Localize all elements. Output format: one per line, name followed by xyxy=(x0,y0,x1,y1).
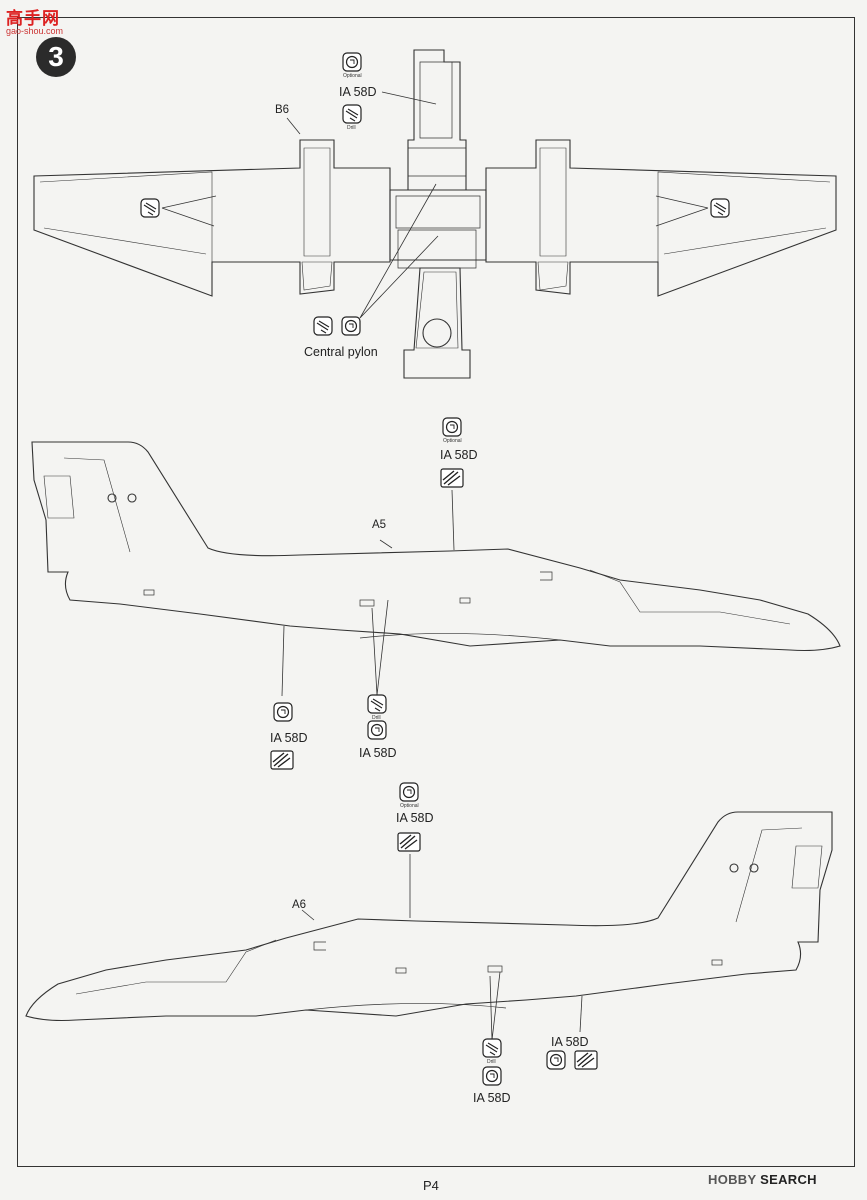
optional-icon xyxy=(273,702,293,722)
page-number: P4 xyxy=(423,1178,439,1193)
optional-text: Optional xyxy=(400,803,419,809)
ia58d-label-a6-bottom-right: IA 58D xyxy=(551,1035,589,1049)
optional-icon xyxy=(342,52,362,72)
drill-text: Drill xyxy=(372,715,381,721)
ia58d-label-a5-bottom-left: IA 58D xyxy=(270,731,308,745)
optional-icon xyxy=(442,417,462,437)
optional-icon xyxy=(482,1066,502,1086)
ia58d-label-top: IA 58D xyxy=(339,85,377,99)
cut-icon xyxy=(270,750,294,770)
cut-icon xyxy=(574,1050,598,1070)
side-view-right-fuselage xyxy=(31,441,841,697)
drill-icon xyxy=(342,104,362,124)
ia58d-label-a6-top: IA 58D xyxy=(396,811,434,825)
optional-text: Optional xyxy=(443,438,462,444)
page-frame xyxy=(17,17,855,1167)
optional-icon xyxy=(546,1050,566,1070)
top-view-wing-assembly xyxy=(33,49,837,379)
ia58d-label-a6-bottom-mid: IA 58D xyxy=(473,1091,511,1105)
drill-text: Drill xyxy=(487,1059,496,1065)
drill-icon xyxy=(140,198,160,218)
optional-icon xyxy=(341,316,361,336)
side-view-left-fuselage xyxy=(25,811,833,1041)
brand-hobby: HOBBY xyxy=(708,1172,757,1187)
drill-icon xyxy=(367,694,387,714)
ia58d-label-a5-bottom-mid: IA 58D xyxy=(359,746,397,760)
watermark-logo: 高手网 xyxy=(6,9,60,28)
drill-icon xyxy=(313,316,333,336)
cut-icon xyxy=(440,468,464,488)
part-label-a5: A5 xyxy=(372,519,387,531)
optional-icon xyxy=(367,720,387,740)
central-pylon-label: Central pylon xyxy=(304,345,378,359)
drill-text: Drill xyxy=(347,125,356,131)
drill-icon xyxy=(710,198,730,218)
part-label-b6: B6 xyxy=(275,104,290,116)
hobby-search-logo: HOBBY SEARCH xyxy=(708,1172,817,1187)
watermark-url: gao-shou.com xyxy=(6,26,64,36)
optional-text: Optional xyxy=(343,73,362,79)
part-label-a6: A6 xyxy=(292,899,307,911)
step-number-badge: 3 xyxy=(36,37,76,77)
brand-search: SEARCH xyxy=(760,1172,817,1187)
cut-icon xyxy=(397,832,421,852)
optional-icon xyxy=(399,782,419,802)
ia58d-label-a5-top: IA 58D xyxy=(440,448,478,462)
drill-icon xyxy=(482,1038,502,1058)
